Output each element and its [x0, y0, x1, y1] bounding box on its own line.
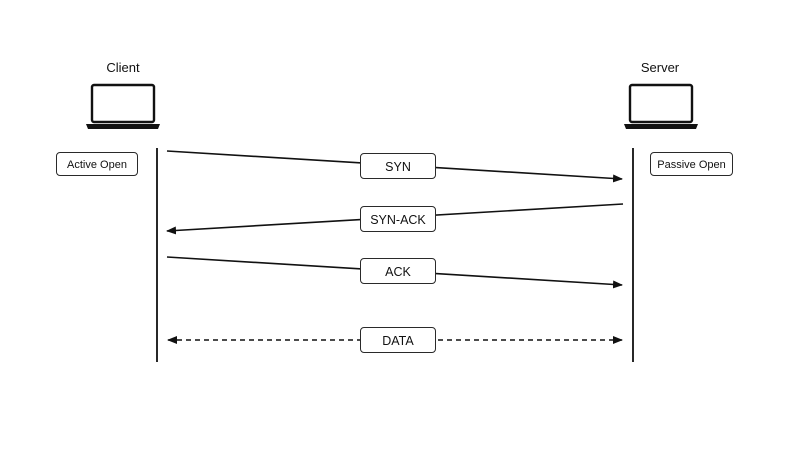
client-laptop-icon	[86, 83, 160, 129]
client-title: Client	[106, 60, 140, 75]
server-title: Server	[640, 60, 680, 75]
ack-label: ACK	[360, 258, 436, 284]
data-label: DATA	[360, 327, 436, 353]
server-state-box: Passive Open	[650, 152, 733, 176]
syn-label: SYN	[360, 153, 436, 179]
client-state-box: Active Open	[56, 152, 138, 176]
syn-ack-label: SYN-ACK	[360, 206, 436, 232]
server-laptop-icon	[624, 83, 698, 129]
